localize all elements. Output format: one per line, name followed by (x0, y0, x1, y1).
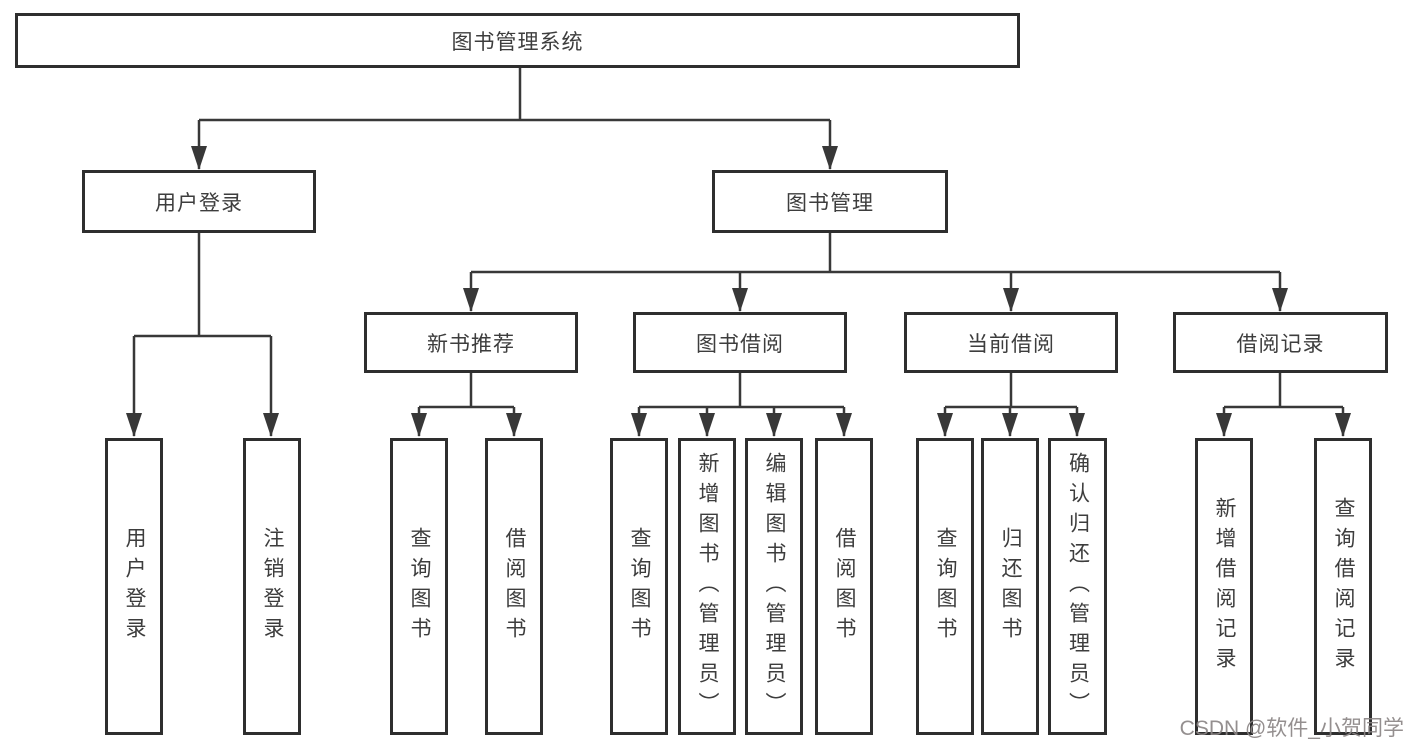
node-label: 编辑图书（管理员） (763, 451, 786, 722)
node-bor-query-book: 查询图书 (610, 438, 668, 735)
node-rec-borrow-book: 借阅图书 (485, 438, 543, 735)
node-hist-query-record: 查询借阅记录 (1314, 438, 1372, 735)
node-label: 查询图书 (408, 526, 431, 647)
node-label: 图书借阅 (696, 332, 784, 356)
connector-recommend-trunk (419, 373, 514, 409)
node-label: 借阅记录 (1236, 332, 1325, 356)
node-borrow-record: 借阅记录 (1173, 312, 1388, 373)
connector-mgmt-trunk (471, 233, 1280, 274)
connector-record-trunk (1224, 373, 1343, 409)
node-label: 新增图书（管理员） (696, 451, 719, 722)
node-label: 新增借阅记录 (1213, 496, 1236, 677)
connector-borrow-trunk (639, 373, 844, 409)
node-label: 注销登录 (261, 526, 284, 647)
node-root: 图书管理系统 (15, 13, 1020, 68)
node-bor-add-book-admin: 新增图书（管理员） (678, 438, 736, 735)
node-current-borrow: 当前借阅 (904, 312, 1118, 373)
node-label: 借阅图书 (503, 526, 526, 647)
connector-current-trunk (945, 373, 1077, 409)
node-label: 借阅图书 (833, 526, 856, 647)
node-label: 图书管理系统 (451, 30, 584, 54)
node-label: 归还图书 (999, 526, 1022, 647)
node-label: 查询图书 (628, 526, 651, 647)
node-hist-add-record: 新增借阅记录 (1195, 438, 1253, 735)
node-bor-borrow-book: 借阅图书 (815, 438, 873, 735)
node-new-book-recommend: 新书推荐 (364, 312, 578, 373)
node-label: 查询借阅记录 (1332, 496, 1355, 677)
node-cur-return-book: 归还图书 (981, 438, 1039, 735)
node-user-login-branch: 用户登录 (82, 170, 316, 233)
node-label: 查询图书 (934, 526, 957, 647)
node-rec-query-book: 查询图书 (390, 438, 448, 735)
node-book-borrow: 图书借阅 (633, 312, 847, 373)
node-label: 用户登录 (155, 191, 243, 215)
connector-login-trunk (134, 233, 271, 338)
connector-root-trunk (199, 68, 830, 122)
node-logout-leaf: 注销登录 (243, 438, 301, 735)
node-cur-confirm-return-admin: 确认归还（管理员） (1048, 438, 1107, 735)
node-bor-edit-book-admin: 编辑图书（管理员） (745, 438, 803, 735)
node-label: 确认归还（管理员） (1066, 451, 1090, 722)
node-label: 图书管理 (786, 191, 874, 215)
csdn-watermark: CSDN @软件_小贺同学 (1179, 717, 1404, 740)
node-book-mgmt-branch: 图书管理 (712, 170, 948, 233)
node-label: 用户登录 (123, 526, 146, 647)
node-label: 新书推荐 (427, 332, 515, 356)
node-cur-query-book: 查询图书 (916, 438, 974, 735)
node-user-login-leaf: 用户登录 (105, 438, 163, 735)
node-label: 当前借阅 (967, 332, 1055, 356)
